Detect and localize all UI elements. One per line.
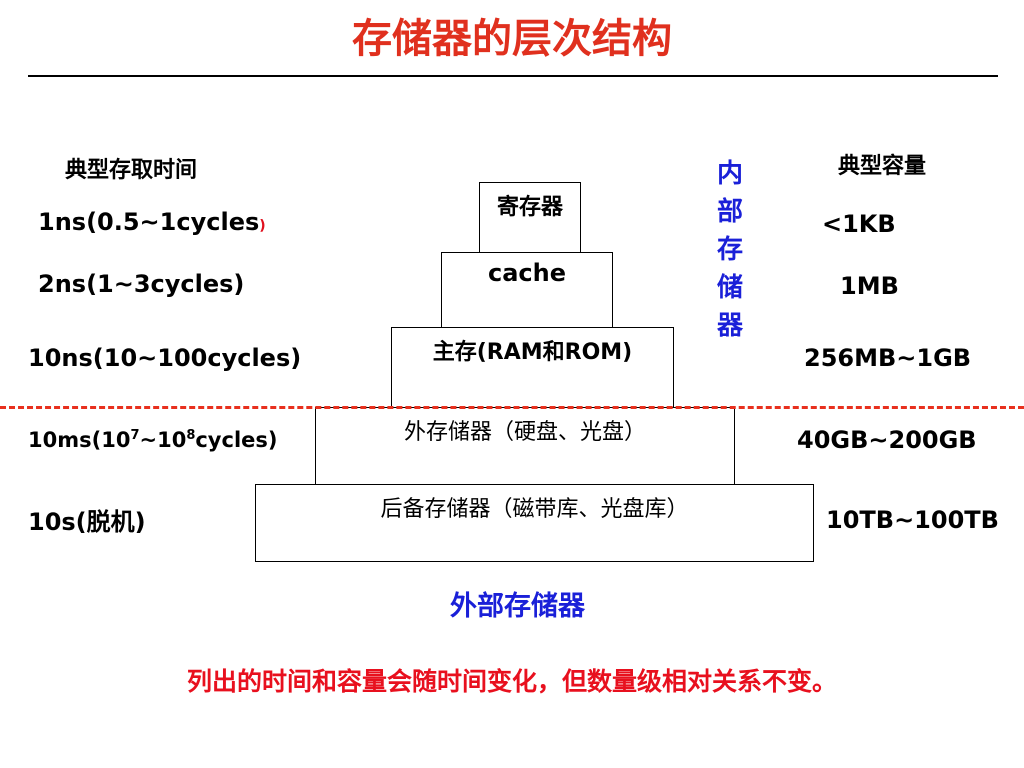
footnote: 列出的时间和容量会随时间变化，但数量级相对关系不变。 [186, 667, 837, 696]
main-memory-label: 主存(RAM和ROM) [432, 340, 633, 365]
capacity-register: <1KB [822, 210, 896, 238]
time-external-part-1: 10ms(10 [28, 428, 131, 452]
cache-label: cache [487, 259, 566, 287]
backup-storage-label: 后备存储器（磁带库、光盘库） [380, 497, 689, 522]
external-storage-label: 外存储器（硬盘、光盘） [403, 420, 646, 445]
page-title: 存储器的层次结构 [352, 16, 672, 62]
time-external-exp-2: 8 [186, 428, 196, 443]
register-label: 寄存器 [496, 195, 563, 220]
internal-memory-label: 内部存储器 [716, 159, 743, 341]
internal-external-divider [0, 406, 1024, 409]
time-cache: 2ns(1~3cycles) [38, 270, 245, 298]
time-register: 1ns(0.5~1cycles) [38, 208, 266, 236]
external-memory-label: 外部存储器 [450, 591, 585, 622]
time-register-suffix: ) [259, 218, 266, 234]
time-main-memory: 10ns(10~100cycles) [28, 344, 302, 372]
external-storage-box: 外存储器（硬盘、光盘） [315, 407, 735, 485]
capacity-cache: 1MB [840, 272, 899, 300]
title-divider [28, 75, 998, 77]
time-external-part-3: cycles) [195, 428, 278, 452]
backup-storage-box: 后备存储器（磁带库、光盘库） [255, 484, 814, 562]
time-backup-storage: 10s(脱机) [28, 508, 146, 536]
capacity-header: 典型容量 [838, 154, 927, 179]
time-external-storage: 10ms(107~108cycles) [28, 428, 277, 452]
cache-box: cache [441, 252, 613, 328]
time-external-part-2: ~10 [139, 428, 187, 452]
time-external-exp-1: 7 [130, 428, 140, 443]
time-register-text: 1ns(0.5~1cycles [38, 208, 260, 236]
register-box: 寄存器 [479, 182, 581, 253]
capacity-backup-storage: 10TB~100TB [826, 506, 999, 534]
capacity-main-memory: 256MB~1GB [804, 344, 972, 372]
main-memory-box: 主存(RAM和ROM) [391, 327, 674, 408]
access-time-header: 典型存取时间 [65, 158, 198, 183]
capacity-external-storage: 40GB~200GB [797, 426, 977, 454]
